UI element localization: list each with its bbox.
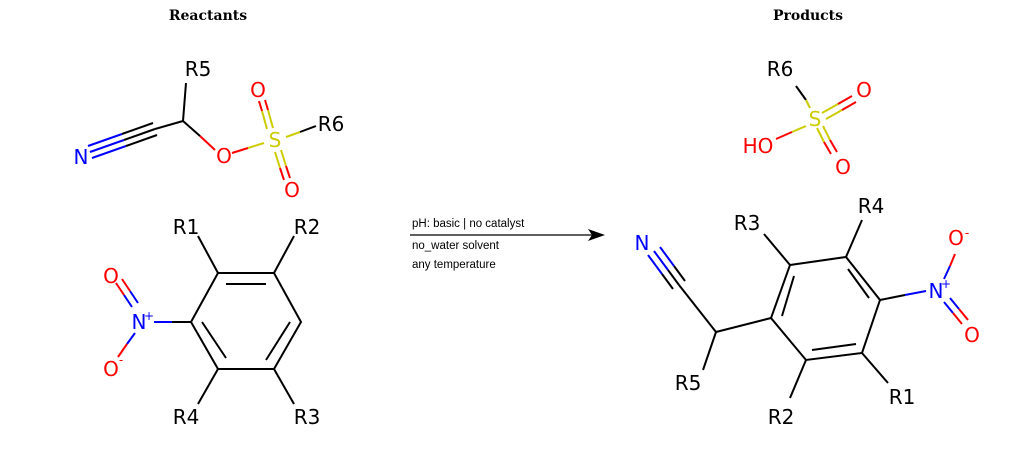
- r1-label: R1: [889, 385, 916, 409]
- product-sulfonic-acid: R6 S O O HO: [743, 57, 872, 179]
- atom-n-nitro: N: [132, 310, 147, 334]
- products-heading: Products: [772, 8, 844, 24]
- r4-label: R4: [173, 405, 200, 429]
- r2-label: R2: [768, 405, 795, 429]
- minus-charge: -: [119, 353, 123, 367]
- condition-temperature: any temperature: [412, 259, 496, 271]
- minus-charge: -: [965, 226, 969, 240]
- atom-n-nitrile: N: [74, 145, 89, 169]
- r4-label: R4: [858, 194, 885, 218]
- atom-s: S: [269, 128, 282, 152]
- condition-solvent: no_water solvent: [412, 240, 499, 252]
- r1-label: R1: [173, 215, 200, 239]
- atom-s: S: [809, 107, 822, 131]
- atom-ho: HO: [743, 134, 774, 158]
- atom-n-nitrile: N: [635, 231, 650, 255]
- atom-o-bottom: O: [284, 178, 300, 202]
- r3-label: R3: [294, 405, 321, 429]
- atom-n-nitro: N: [929, 279, 944, 303]
- r2-label: R2: [294, 215, 321, 239]
- atom-o-nitro-single: O: [948, 226, 964, 250]
- r5-label: R5: [185, 57, 212, 81]
- atom-o-nitro-single: O: [103, 357, 119, 381]
- atom-o-nitro-double: O: [964, 323, 980, 347]
- plus-charge: +: [941, 277, 951, 291]
- r6-label: R6: [767, 57, 794, 81]
- reactants-heading: Reactants: [168, 8, 248, 24]
- r6-label: R6: [318, 112, 345, 136]
- r3-label: R3: [734, 211, 761, 235]
- atom-o-lower: O: [835, 155, 851, 179]
- condition-ph: pH: basic | no catalyst: [412, 218, 525, 230]
- reactant-sulfonate: N R5 O S O O R6: [74, 57, 345, 202]
- plus-charge: +: [144, 309, 154, 323]
- atom-o-ester: O: [216, 144, 232, 168]
- atom-o-top: O: [250, 78, 266, 102]
- reaction-arrow: [410, 229, 605, 241]
- reactant-nitroarene: R1 R2 R4 R3 N + O O -: [103, 215, 320, 429]
- product-arylacetonitrile: N R3 R4 R5 R2 R1 N + O - O: [635, 194, 980, 429]
- atom-o-upper: O: [856, 78, 872, 102]
- atom-o-nitro-double: O: [103, 264, 119, 288]
- r5-label: R5: [675, 371, 702, 395]
